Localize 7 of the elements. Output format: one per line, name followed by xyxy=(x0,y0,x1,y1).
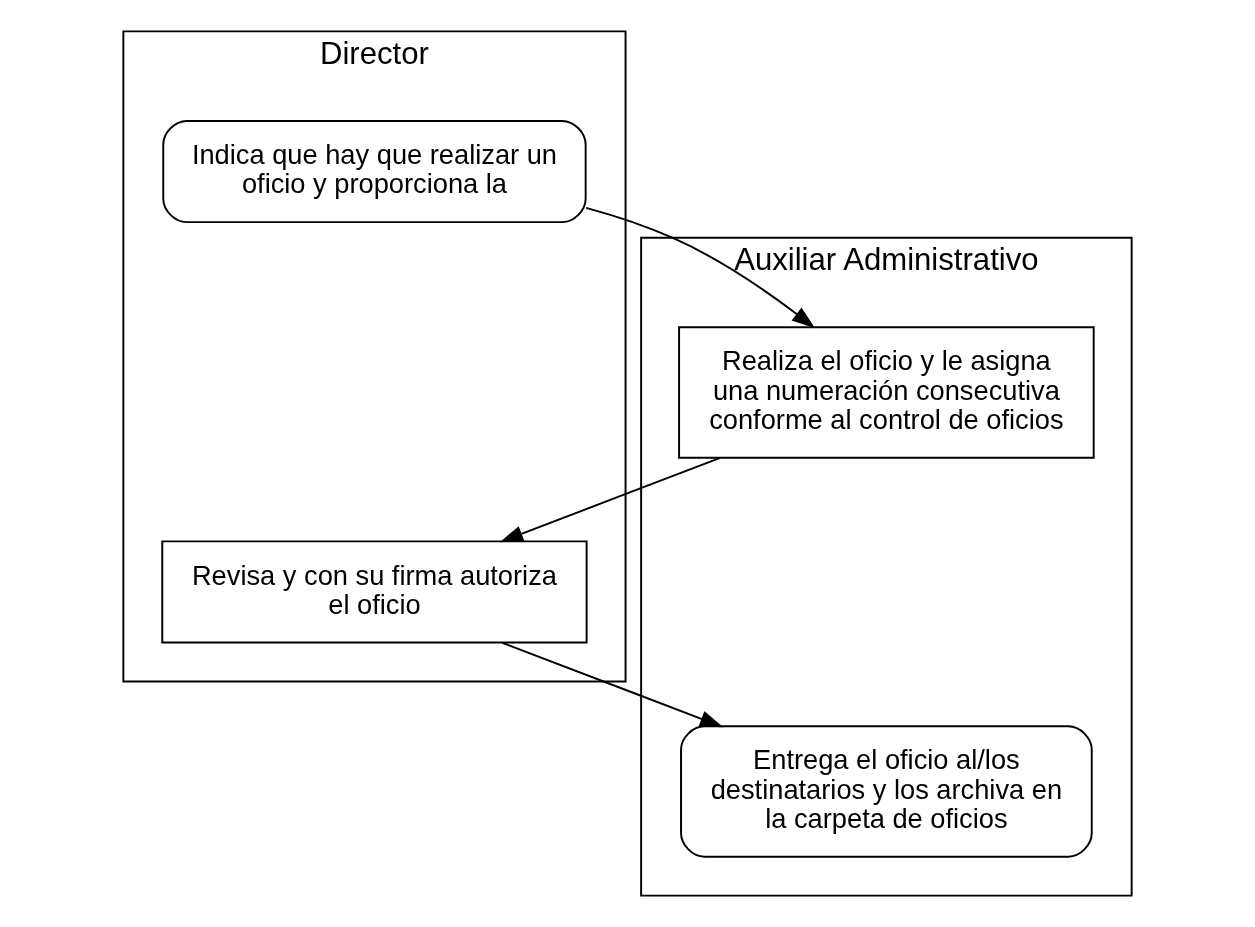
arrow xyxy=(501,641,724,728)
node-box: Revisa y con su firma autoriza el oficio xyxy=(161,540,588,644)
node-box: Realiza el oficio y le asigna una numeración consecutiva conforme al control de oficios xyxy=(678,326,1095,459)
arrow xyxy=(585,206,816,329)
arrow xyxy=(499,456,722,543)
node-box: Entrega el oficio al/los destinatarios y los archiva en la carpeta de oficios xyxy=(680,725,1093,858)
node-box: Indica que hay que realizar un oficio y proporciona la xyxy=(162,119,587,224)
